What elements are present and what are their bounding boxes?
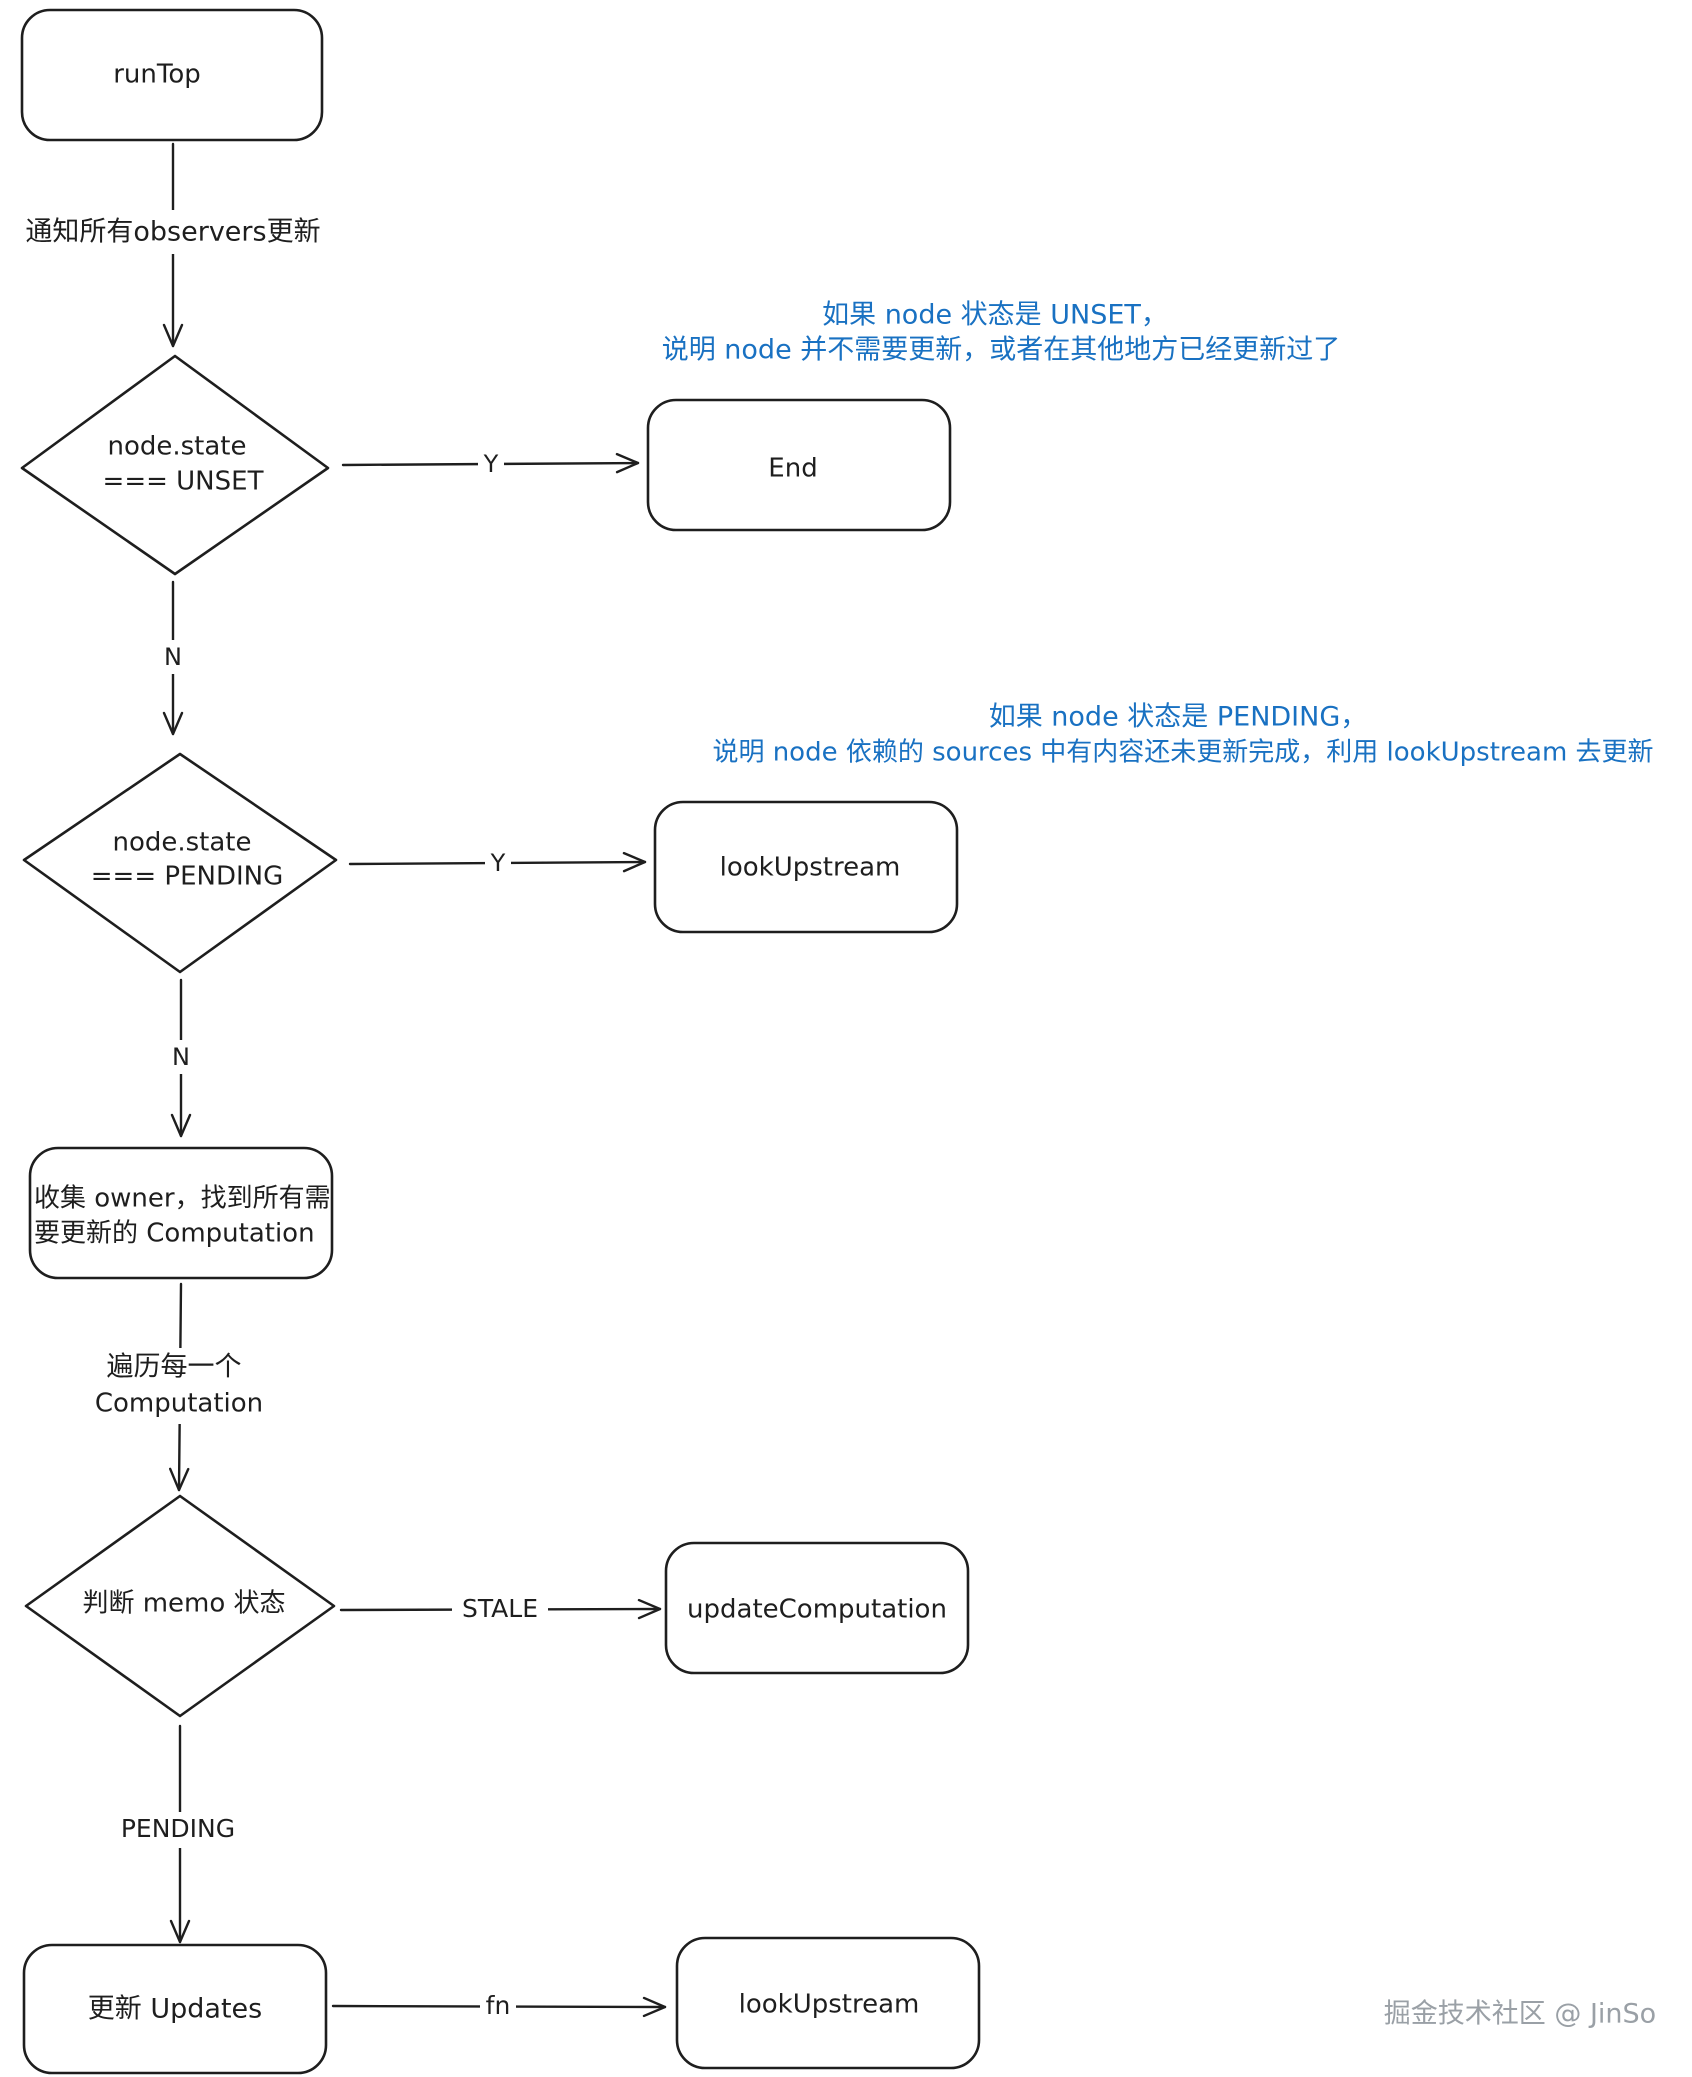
note-unset-line1: 如果 node 状态是 UNSET，	[822, 300, 1168, 331]
watermark: 掘金技术社区 @ JinSo	[1384, 1999, 1656, 2030]
node-collect-owner-line2: 要更新的 Computation	[34, 1219, 315, 1249]
node-end[interactable]	[646, 398, 952, 532]
edge-label-notify-observers: 通知所有observers更新	[25, 217, 320, 248]
note-pending-line1: 如果 node 状态是 PENDING，	[989, 702, 1368, 733]
node-look-upstream-1[interactable]	[653, 800, 959, 934]
node-pending-check[interactable]	[22, 752, 338, 974]
edge-label-unset-yes: Y	[483, 450, 499, 478]
node-run-top-label: runTop	[113, 60, 201, 90]
node-unset-check-line2: === UNSET	[103, 467, 264, 497]
node-end-label: End	[768, 454, 817, 484]
node-pending-check-line1: node.state	[112, 828, 251, 858]
node-pending-check-line2: === PENDING	[91, 862, 283, 892]
node-memo-check-label: 判断 memo 状态	[82, 1589, 285, 1619]
node-memo-check[interactable]	[24, 1494, 336, 1718]
edge-label-stale: STALE	[462, 1594, 538, 1623]
node-update-computation-label: updateComputation	[687, 1595, 947, 1625]
edge-label-pending: PENDING	[121, 1814, 235, 1843]
note-unset-line2: 说明 node 并不需要更新，或者在其他地方已经更新过了	[662, 335, 1341, 366]
edge-label-iterate-line1: 遍历每一个	[107, 1352, 242, 1383]
node-look-upstream-2-label: lookUpstream	[739, 1990, 920, 2020]
node-unset-check[interactable]	[20, 354, 330, 576]
node-update-computation[interactable]	[664, 1541, 970, 1675]
node-collect-owner-line1: 收集 owner，找到所有需	[34, 1184, 331, 1214]
edge-label-unset-no: N	[164, 643, 182, 671]
node-collect-owner[interactable]	[28, 1146, 334, 1280]
node-look-upstream-1-label: lookUpstream	[720, 853, 901, 883]
node-unset-check-line1: node.state	[107, 432, 246, 462]
node-look-upstream-2[interactable]	[675, 1936, 981, 2070]
node-run-updates[interactable]	[22, 1943, 328, 2075]
edge-label-fn: fn	[486, 1991, 511, 2020]
edge-label-pending-yes: Y	[490, 849, 506, 877]
node-run-updates-label: 更新 Updates	[88, 1994, 262, 2025]
node-run-top[interactable]	[20, 8, 324, 142]
note-pending-line2: 说明 node 依赖的 sources 中有内容还未更新完成，利用 lookUp…	[712, 738, 1653, 768]
edge-label-iterate-line2: Computation	[95, 1389, 263, 1419]
edge-label-pending-no: N	[172, 1043, 190, 1071]
